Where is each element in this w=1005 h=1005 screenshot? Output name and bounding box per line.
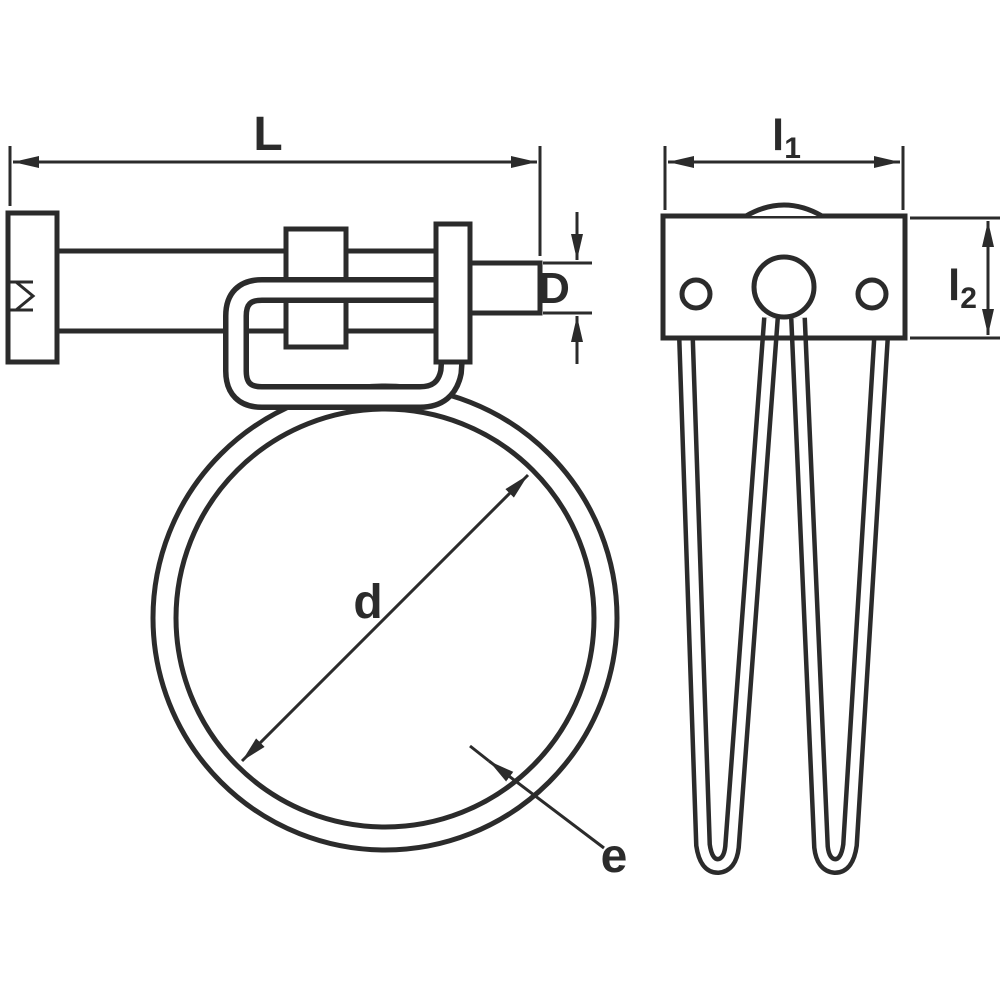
- dimension-label-l1-base: l: [772, 111, 784, 160]
- screw-boss-circle: [751, 254, 817, 320]
- dimension-label-L: L: [253, 108, 282, 161]
- hole-left: [679, 277, 713, 311]
- screw-head-slot-chevron: [15, 280, 36, 312]
- leader-tail-e: [469, 744, 490, 763]
- dimension-label-e: e: [601, 830, 628, 883]
- leader-line-e: [488, 759, 605, 850]
- dimension-label-l2-subscript: 2: [960, 282, 977, 315]
- dimension-label-l1: l1: [772, 111, 801, 165]
- dimension-label-d: d: [353, 576, 382, 629]
- front-view: L D d e: [5, 108, 628, 883]
- hole-right: [855, 277, 889, 311]
- dimension-label-l2-base: l: [948, 261, 960, 310]
- screw-head: [5, 210, 60, 365]
- wire-top-bend: [744, 202, 824, 219]
- dimension-label-D: D: [538, 264, 570, 313]
- dimension-line-d: [240, 473, 530, 763]
- wire-leg-left-core: [681, 317, 776, 871]
- screw-tip: [467, 260, 543, 316]
- wire-loop-core: [228, 282, 460, 405]
- clamp-plate: [433, 221, 473, 365]
- dimension-label-l2: l2: [948, 261, 977, 315]
- wire-leg-right-core: [793, 317, 886, 871]
- side-view: l1 l2: [660, 111, 1000, 875]
- dimension-label-l1-subscript: 1: [784, 132, 801, 165]
